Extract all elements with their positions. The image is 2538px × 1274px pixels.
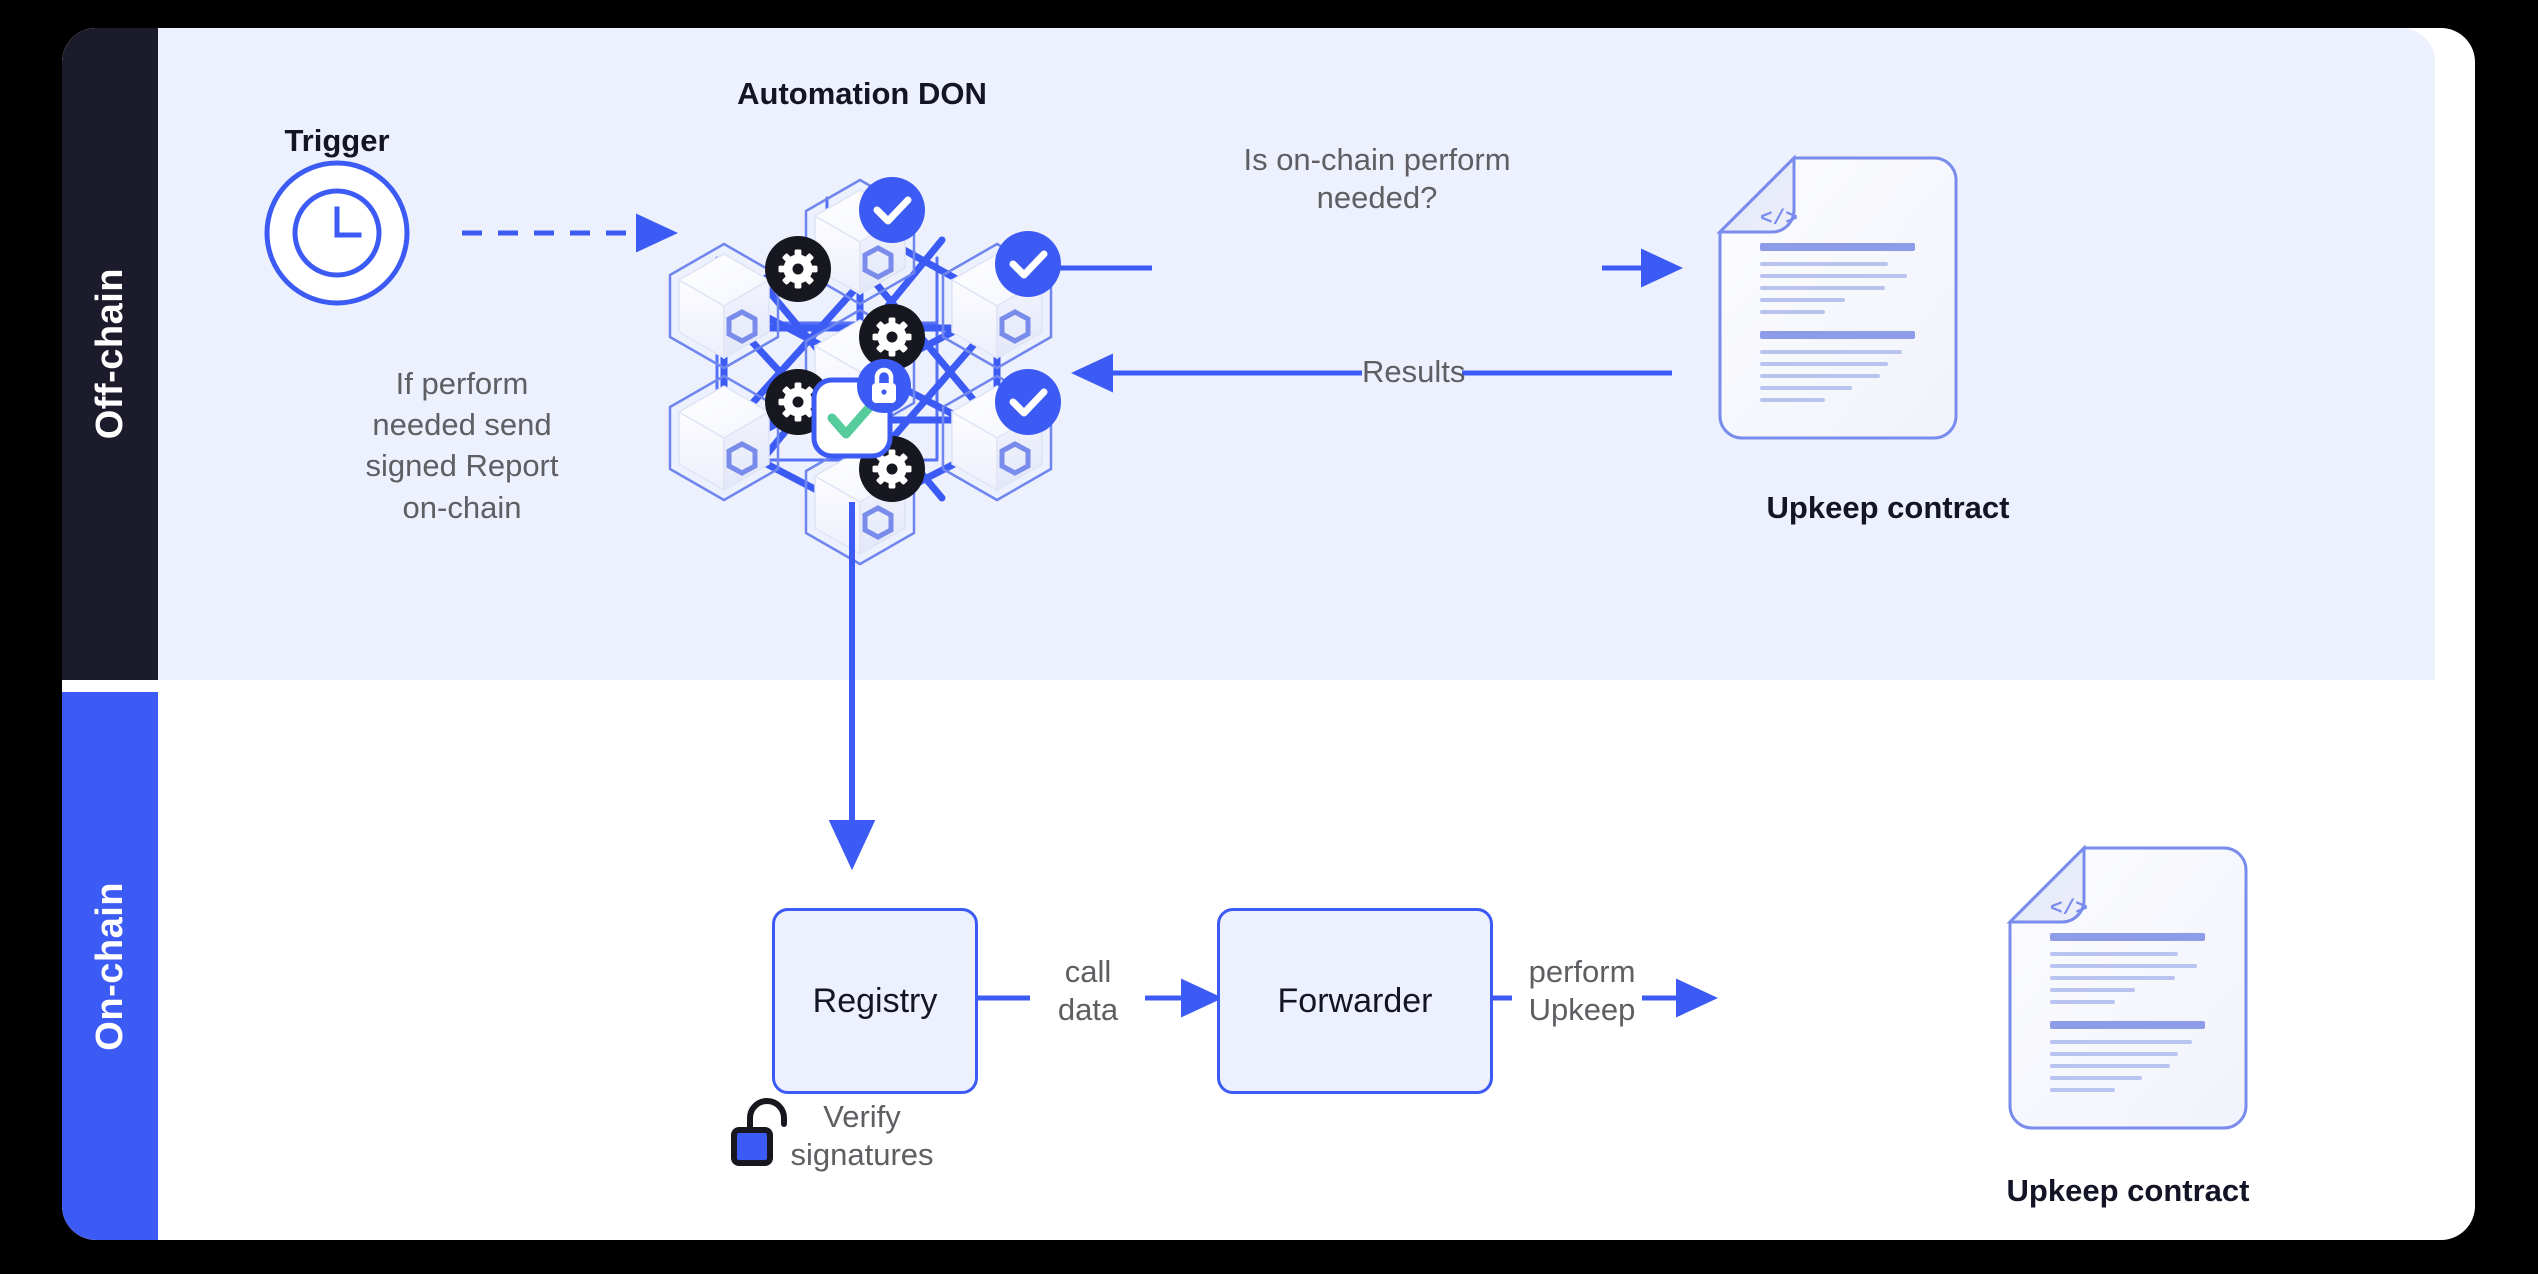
upkeep-contract-label-onchain: Upkeep contract: [2006, 1173, 2250, 1208]
don-title: Automation DON: [737, 76, 987, 111]
registry-box[interactable]: Registry: [772, 908, 978, 1094]
results-label: Results: [1362, 354, 1466, 389]
rail-on-chain: On-chain: [62, 692, 158, 1240]
call-data-label: call data: [1057, 954, 1119, 1027]
diagram-frame: Off-chain On-chain: [62, 28, 2475, 1240]
perform-upkeep-label: perform Upkeep: [1528, 954, 1636, 1027]
rail-on-chain-label: On-chain: [88, 881, 131, 1051]
trigger-label: Trigger: [284, 123, 390, 158]
perform-needed-question: Is on-chain perform needed?: [1243, 142, 1511, 215]
verify-signatures-label: Verify signatures: [790, 1099, 934, 1172]
rail-off-chain: Off-chain: [62, 28, 158, 680]
off-chain-panel: [158, 28, 2435, 680]
upkeep-contract-doc-onchain: </>: [2006, 844, 2248, 1130]
doc-code-glyph-onchain: </>: [2050, 898, 2088, 921]
signed-report-description: If perform needed send signed Report on-…: [365, 366, 559, 525]
forwarder-box[interactable]: Forwarder: [1217, 908, 1493, 1094]
upkeep-contract-label-offchain: Upkeep contract: [1766, 490, 2010, 525]
rail-off-chain-label: Off-chain: [88, 268, 131, 440]
